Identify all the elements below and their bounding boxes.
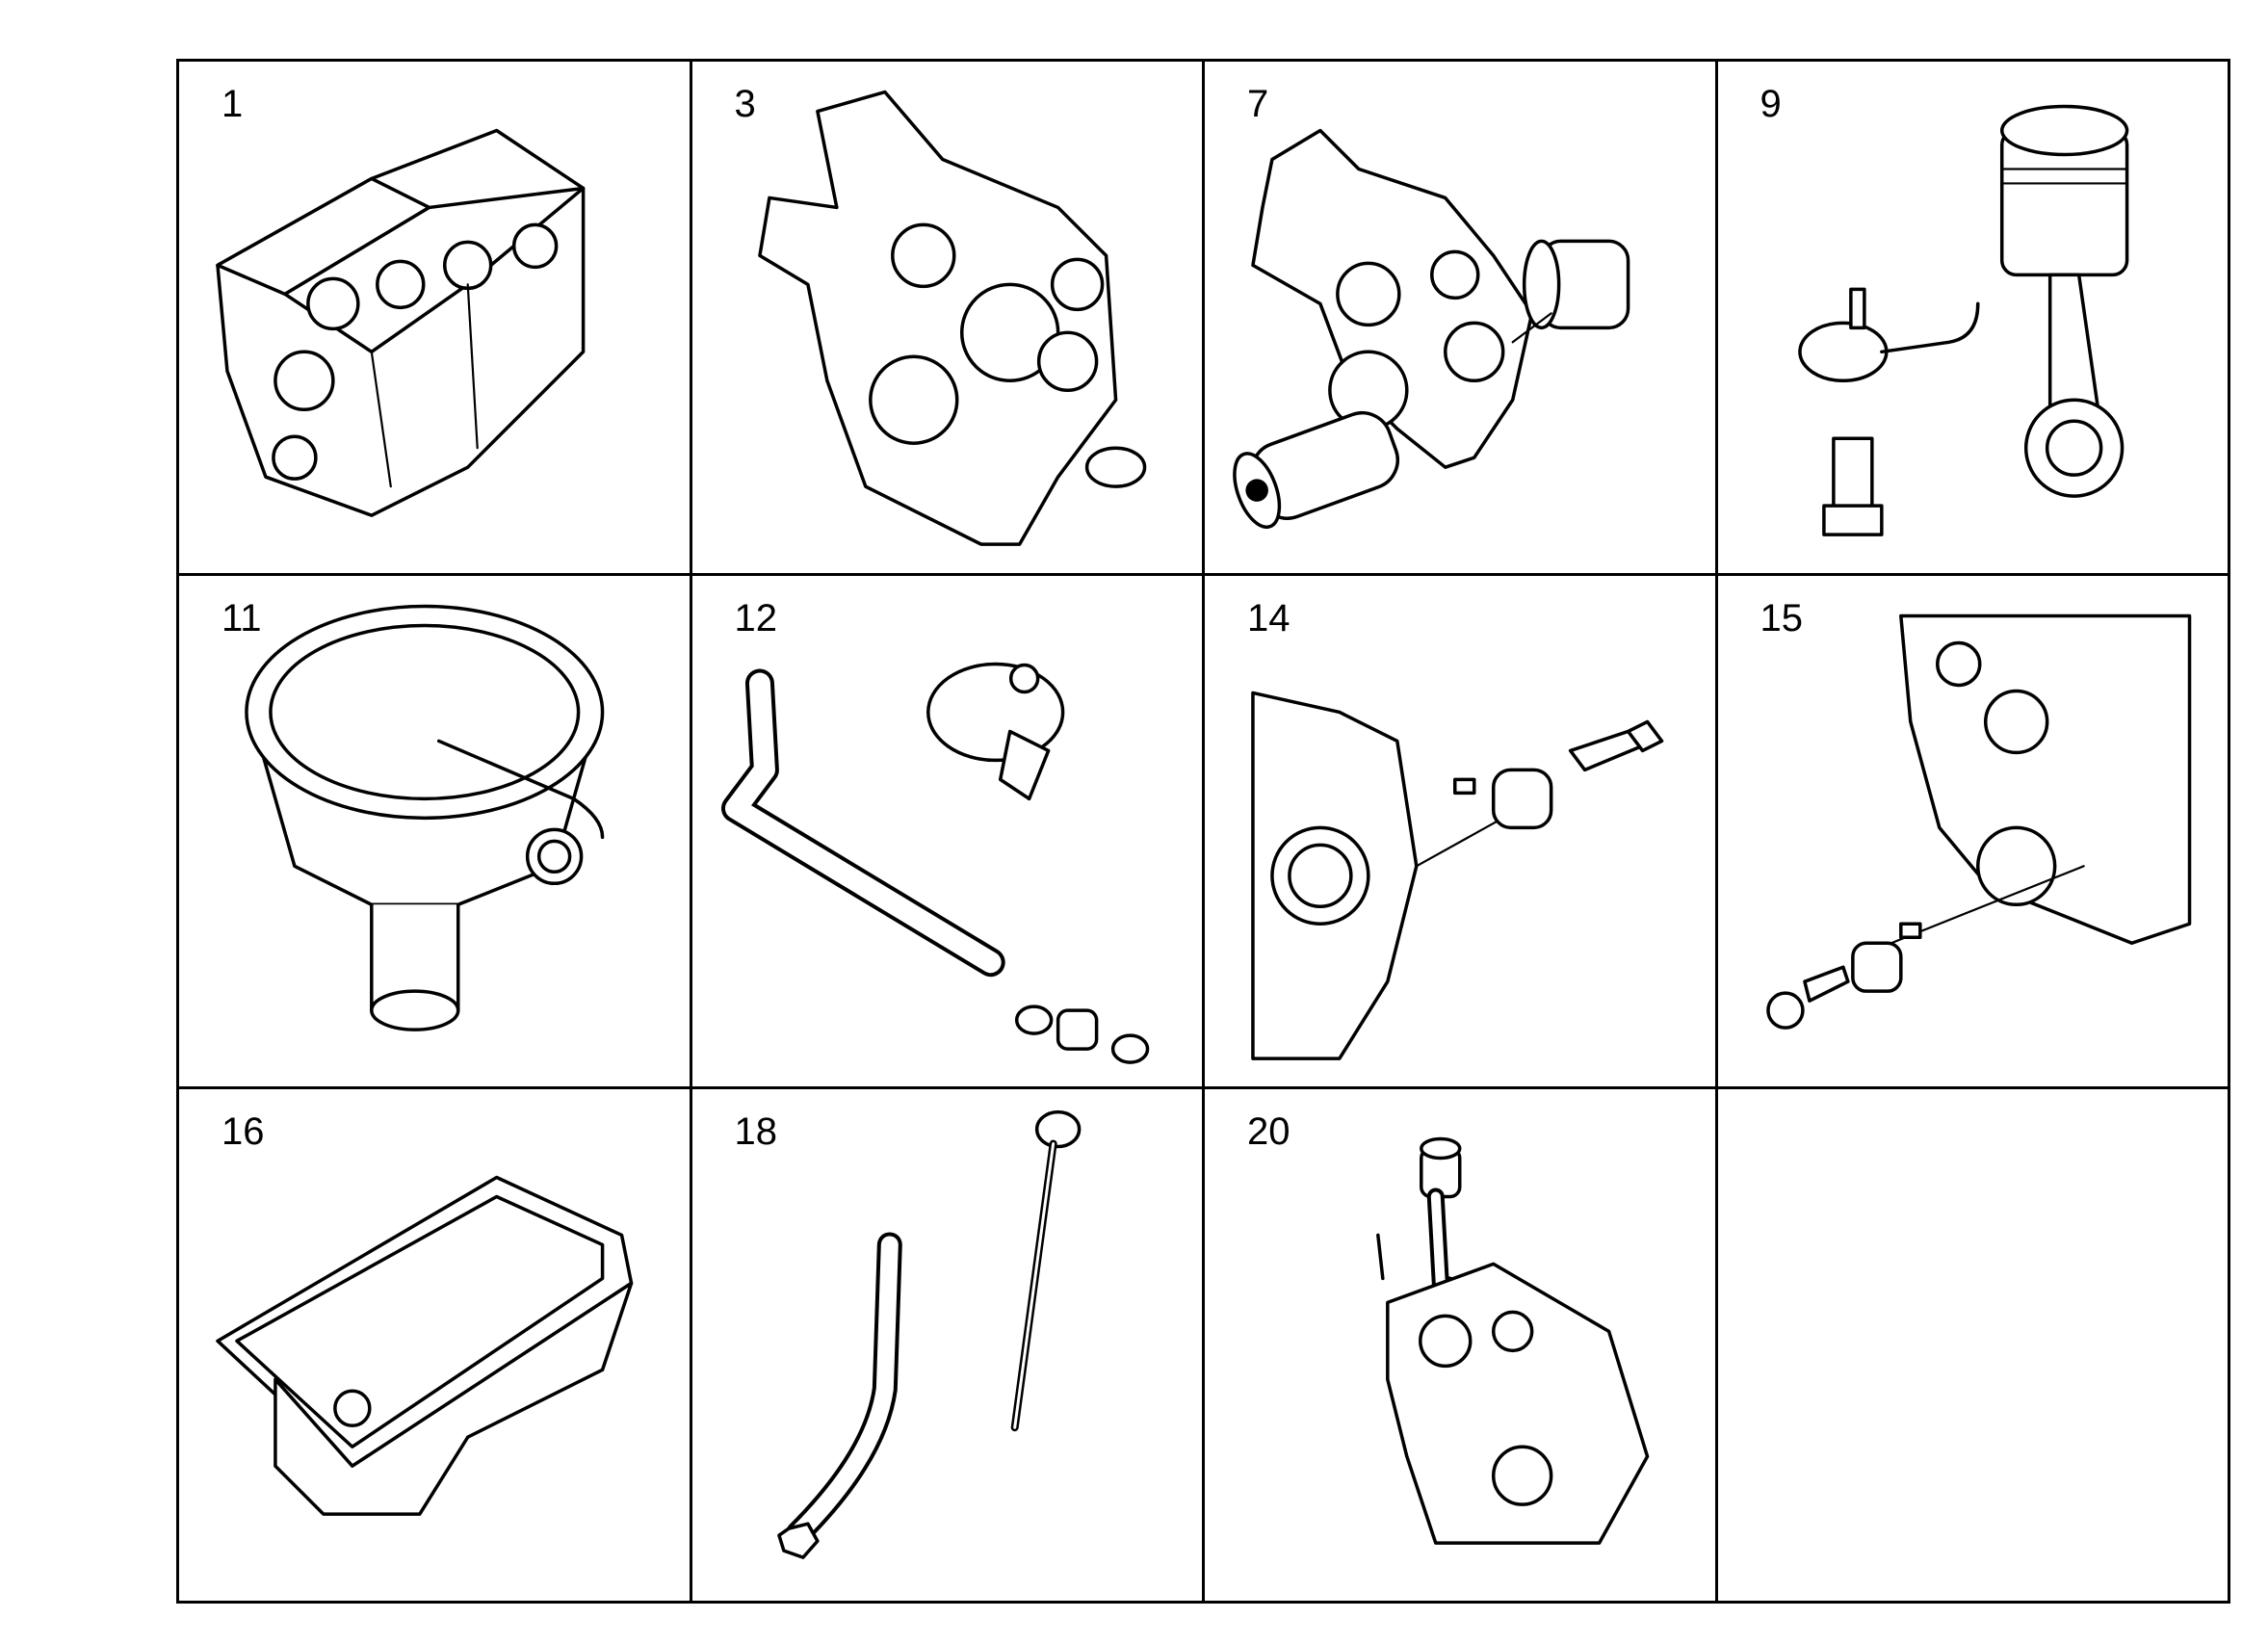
part-number: 14	[1247, 596, 1290, 639]
block-plug-bolt-icon	[1765, 613, 2191, 1030]
part-number: 3	[734, 83, 756, 125]
part-cell-16: 16	[179, 1089, 692, 1604]
breather-pipe-icon	[720, 662, 1149, 1064]
part-number: 9	[1760, 83, 1782, 125]
part-number: 1	[222, 83, 244, 125]
part-cell-empty	[1717, 1089, 2230, 1604]
dipstick-icon	[776, 1110, 1081, 1560]
part-cell-1: 1	[179, 62, 692, 576]
block-plug-bolt-icon	[1251, 691, 1664, 1060]
part-cell-11: 11	[179, 575, 692, 1090]
oil-separator-icon	[245, 604, 605, 1031]
part-cell-12: 12	[691, 575, 1205, 1090]
engine-block-icon	[216, 128, 586, 517]
oil-pan-icon	[216, 1176, 634, 1517]
part-number: 11	[222, 596, 262, 639]
timing-case-icon	[757, 90, 1146, 546]
part-number: 7	[1247, 83, 1269, 125]
part-cell-3: 3	[691, 62, 1205, 576]
part-cell-14: 14	[1205, 575, 1718, 1090]
piston-connecting-rod-icon	[1797, 104, 2128, 536]
part-number: 15	[1760, 596, 1804, 639]
part-cell-18: 18	[691, 1089, 1205, 1604]
part-cell-9: 9	[1717, 62, 2230, 576]
part-cell-7: 7	[1205, 62, 1718, 576]
part-number: 16	[222, 1110, 265, 1154]
part-number: 20	[1247, 1110, 1290, 1154]
part-cell-15: 15	[1717, 575, 2230, 1090]
timing-case-with-seals-icon	[1233, 128, 1630, 530]
oil-filler-cover-icon	[1376, 1137, 1650, 1546]
part-cell-20: 20	[1205, 1089, 1718, 1604]
part-number: 12	[734, 596, 778, 639]
parts-grid: 1 3 7	[176, 59, 2230, 1604]
part-number: 18	[734, 1110, 778, 1154]
